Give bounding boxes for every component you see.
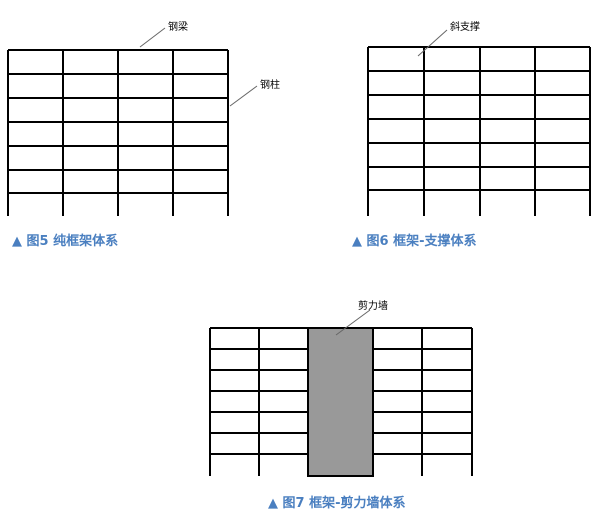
figure-5-caption: ▲ 图5 纯框架体系 [12, 233, 118, 249]
steel-beam-label: 钢梁 [168, 20, 188, 33]
column-leader-line [229, 85, 258, 107]
figure-6-caption: ▲ 图6 框架-支撑体系 [352, 233, 477, 249]
steel-frame-grid [7, 49, 229, 216]
shear-wall-frame-grid [209, 327, 473, 476]
diagonal-brace-label: 斜支撑 [450, 20, 480, 33]
steel-column-label: 钢柱 [260, 78, 280, 91]
shear-wall-label: 剪力墙 [358, 299, 388, 312]
figure-shear-wall-frame: 剪力墙 ▲ 图7 框架-剪力墙体系 [209, 299, 473, 511]
shear-wall-core [307, 327, 374, 477]
figure-7-caption: ▲ 图7 框架-剪力墙体系 [268, 495, 406, 511]
braced-frame-grid [367, 46, 591, 216]
figure-braced-frame: 斜支撑 ▲ 图6 框架-支撑体系 [352, 20, 591, 249]
brace-leader-line [417, 29, 448, 57]
figure-pure-frame: 钢梁 钢柱 ▲ 图5 纯框架体系 [7, 20, 280, 249]
wall-leader-line [335, 309, 371, 336]
beam-leader-line [139, 27, 166, 48]
